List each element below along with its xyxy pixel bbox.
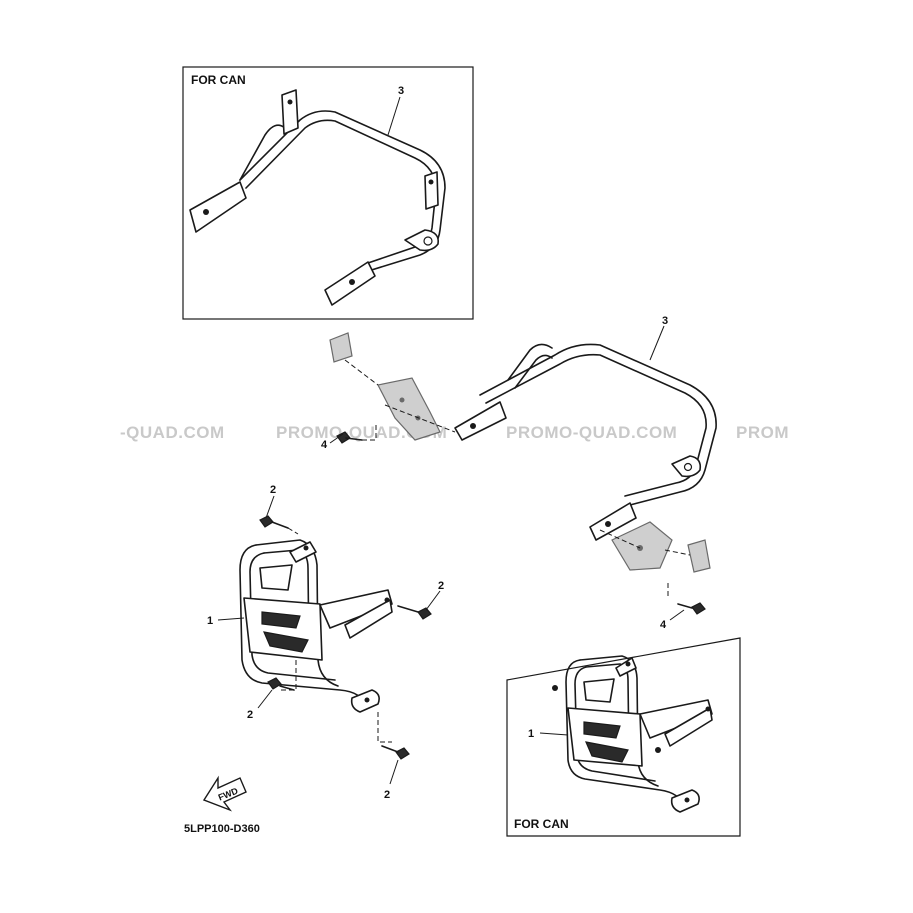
left-bracket	[329, 332, 456, 441]
rear-rack	[454, 343, 717, 541]
fwd-arrow: FWD	[202, 775, 247, 812]
watermark: -QUAD.COM PROMO-QUAD.COM PROMO-QUAD.COM …	[120, 423, 789, 442]
inset-top-callout: 3	[398, 85, 404, 97]
inset-bottom: FOR CAN 1	[506, 637, 741, 837]
bolt-top	[259, 515, 299, 535]
diagram-code: 5LPP100-D360	[184, 823, 260, 835]
bolt-side	[397, 605, 432, 620]
callout-leader	[265, 495, 275, 519]
bolt-bottom	[377, 712, 410, 760]
callout-bolt-right: 4	[660, 619, 667, 631]
callout-guard-main: 1	[207, 615, 213, 627]
plate-hole	[349, 279, 355, 285]
bolt-lower-left	[267, 677, 295, 691]
callout-leader	[425, 590, 441, 611]
callout-leader	[387, 96, 401, 136]
rear-rack-inset	[189, 89, 446, 306]
callout-leader	[329, 433, 344, 444]
callout-rack-main: 3	[662, 315, 668, 327]
callout-bolt-side: 2	[438, 580, 444, 592]
callout-bolt-left: 4	[321, 439, 328, 451]
callout-leader	[257, 689, 273, 709]
callout-leader	[669, 609, 685, 621]
watermark-text-1: -QUAD.COM	[120, 423, 225, 442]
bolt-left	[336, 425, 377, 444]
inset-top-frame	[182, 66, 474, 320]
inset-bottom-frame	[506, 637, 741, 837]
inset-bottom-label: FOR CAN	[514, 817, 569, 831]
plate-hole	[203, 209, 209, 215]
callout-leader	[217, 617, 245, 621]
callout-leader	[389, 759, 399, 785]
bolt-right	[667, 580, 706, 615]
callout-bolt-lower-left: 2	[247, 709, 253, 721]
front-guard	[239, 539, 393, 713]
front-guard-inset	[552, 655, 713, 813]
inset-top: FOR CAN 3	[182, 66, 474, 320]
inset-bottom-callout: 1	[528, 728, 534, 740]
inset-top-label: FOR CAN	[191, 73, 246, 87]
callout-bolt-top: 2	[270, 484, 276, 496]
callout-bolt-bottom: 2	[384, 789, 390, 801]
callout-leader	[539, 732, 569, 736]
watermark-text-4: PROM	[736, 423, 789, 442]
callout-leader	[649, 325, 665, 361]
right-bracket	[599, 521, 711, 573]
watermark-text-3: PROMO-QUAD.COM	[506, 423, 677, 442]
